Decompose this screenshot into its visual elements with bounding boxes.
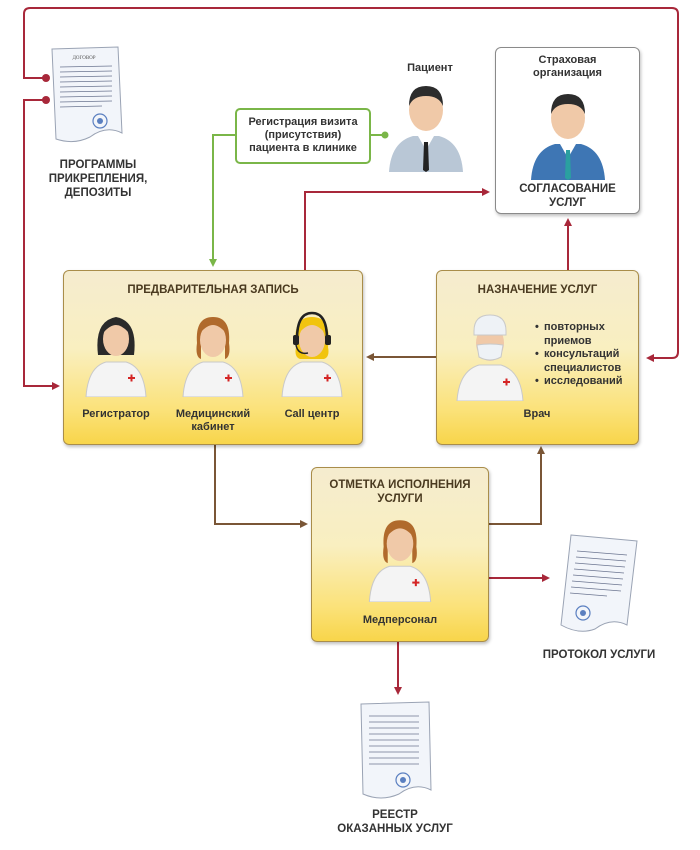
services-bullets: повторных приемов консультаций специалис… (535, 321, 623, 389)
role-call-center: Call центр (284, 408, 340, 420)
svg-text:ДОГОВОР: ДОГОВОР (72, 56, 95, 61)
doc-to-prereg-wire (23, 99, 60, 390)
bullet-item-2: приемов (544, 334, 592, 347)
programs-label: ПРОГРАММЫ ПРИКРЕПЛЕНИЯ, ДЕПОЗИТЫ (48, 159, 148, 199)
protocol-label: ПРОТОКОЛ УСЛУГИ (542, 649, 656, 661)
prereg-to-insurance-wire (304, 188, 490, 270)
pre-registration-title: ПРЕДВАРИТЕЛЬНАЯ ЗАПИСЬ (127, 284, 299, 296)
bullet-item-4: специалистов (544, 361, 622, 374)
bullet-item-1: повторных (535, 321, 623, 335)
medical-staff-avatar-icon (368, 520, 432, 602)
role-doctor: Врач (523, 408, 551, 420)
registrar-avatar-icon (85, 317, 147, 397)
prereg-to-execution-wire (214, 443, 308, 528)
patient-label: Пациент (407, 62, 453, 74)
visit-registration-text: Регистрация визита (присутствия) пациент… (248, 116, 358, 154)
patient-avatar-icon (389, 86, 463, 172)
registry-label: РЕЕСТР ОКАЗАННЫХ УСЛУГ (337, 809, 453, 835)
pre-registration-box: ПРЕДВАРИТЕЛЬНАЯ ЗАПИСЬ Регистратор Медиц… (63, 270, 363, 445)
doc-to-prereg-dot (42, 96, 50, 104)
doctor-avatar-icon (456, 314, 524, 401)
bullet-item-3: консультаций (535, 348, 623, 362)
role-medical-cabinet: Медицинский кабинет (175, 408, 251, 433)
role-registrar: Регистратор (82, 408, 150, 420)
services-assignment-title: НАЗНАЧЕНИЕ УСЛУГ (477, 284, 598, 296)
services-assignment-box: НАЗНАЧЕНИЕ УСЛУГ повторных приемов консу… (436, 270, 639, 445)
visit-registration-box: Регистрация визита (присутствия) пациент… (235, 108, 371, 164)
loop-top-wire (23, 7, 679, 362)
execution-mark-box: ОТМЕТКА ИСПОЛНЕНИЯ УСЛУГИ Медперсонал (311, 467, 489, 642)
role-medical-staff: Медперсонал (362, 614, 438, 626)
registry-document-icon (360, 701, 432, 799)
insurance-box: Страховая организация СОГЛАСОВАНИЕ УСЛУГ (495, 47, 640, 214)
patient-dot (381, 131, 389, 139)
execution-to-assign-wire (487, 446, 545, 525)
insurance-approval-label: СОГЛАСОВАНИЕ УСЛУГ (519, 183, 616, 209)
loop-top-dot (42, 74, 50, 82)
programs-document-icon: ДОГОВОР (51, 46, 123, 143)
execution-mark-title: ОТМЕТКА ИСПОЛНЕНИЯ УСЛУГИ (329, 479, 471, 505)
insurance-agent-avatar-icon (531, 94, 605, 180)
protocol-document-icon (560, 534, 638, 632)
insurance-org-label: Страховая организация (533, 54, 602, 79)
visit-to-prereg-wire (209, 134, 235, 267)
medical-cabinet-avatar-icon (182, 317, 244, 397)
call-center-avatar-icon (281, 311, 343, 397)
bullet-item-5: исследований (535, 375, 623, 389)
